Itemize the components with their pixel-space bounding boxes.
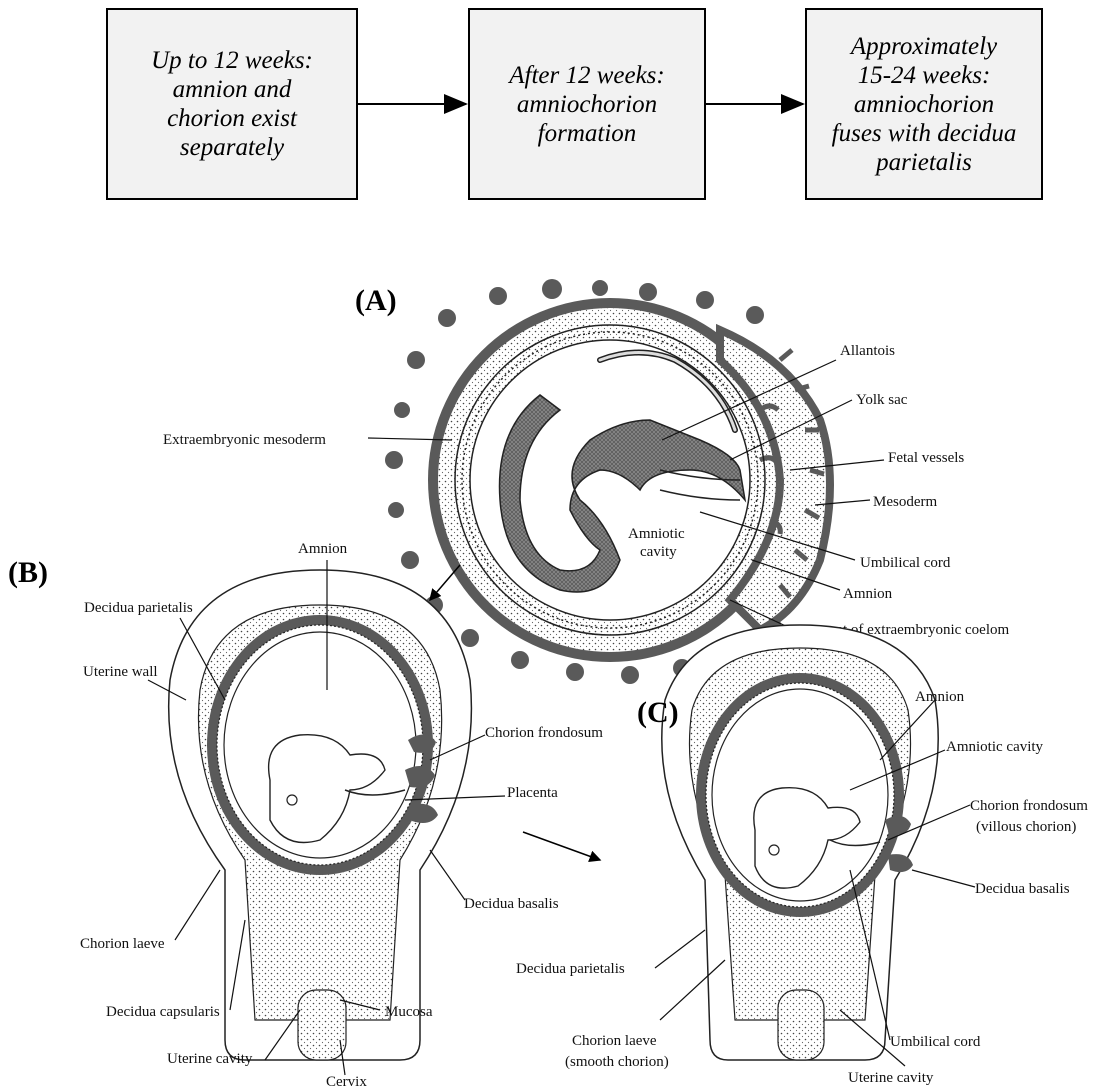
label-chorion-laeve-c-2: (smooth chorion) (565, 1054, 669, 1070)
label-chorion-laeve-c-1: Chorion laeve (572, 1033, 657, 1049)
label-allantois: Allantois (840, 343, 895, 359)
label-uterine-wall: Uterine wall (83, 664, 158, 680)
label-uterine-cavity-b: Uterine cavity (167, 1051, 253, 1067)
panel-label-b: (B) (8, 556, 48, 589)
label-placenta: Placenta (507, 785, 558, 801)
label-amniotic-cavity-a-1: Amniotic (628, 526, 685, 542)
panel-b-illustration (148, 560, 505, 1075)
label-amniotic-cavity-a-2: cavity (640, 544, 677, 560)
label-decidua-parietalis-c: Decidua parietalis (516, 961, 625, 977)
label-amnion-a: Amnion (843, 586, 893, 602)
label-cervix: Cervix (326, 1074, 367, 1090)
label-decidua-capsularis: Decidua capsularis (106, 1004, 220, 1020)
label-mucosa: Mucosa (385, 1004, 433, 1020)
panel-label-c: (C) (637, 696, 679, 729)
label-decidua-parietalis-b: Decidua parietalis (84, 600, 193, 616)
label-chorion-frondosum-b: Chorion frondosum (485, 725, 603, 741)
panel-label-a: (A) (355, 284, 397, 317)
label-fetal-vessels: Fetal vessels (888, 450, 964, 466)
label-yolk-sac: Yolk sac (856, 392, 908, 408)
label-amniotic-cavity-c: Amniotic cavity (946, 739, 1044, 755)
label-decidua-basalis-b: Decidua basalis (464, 896, 559, 912)
label-chorion-frondosum-c-1: Chorion frondosum (970, 798, 1088, 814)
label-amnion-b: Amnion (298, 541, 348, 557)
label-umbilical-cord-c: Umbilical cord (890, 1034, 981, 1050)
label-chorion-laeve-b: Chorion laeve (80, 936, 165, 952)
label-decidua-basalis-c: Decidua basalis (975, 881, 1070, 897)
label-extraembryonic-mesoderm: Extraembryonic mesoderm (163, 432, 326, 448)
label-umbilical-cord-a: Umbilical cord (860, 555, 951, 571)
label-mesoderm: Mesoderm (873, 494, 937, 510)
label-chorion-frondosum-c-2: (villous chorion) (976, 819, 1076, 835)
label-amnion-c: Amnion (915, 689, 965, 705)
label-uterine-cavity-c: Uterine cavity (848, 1070, 934, 1086)
